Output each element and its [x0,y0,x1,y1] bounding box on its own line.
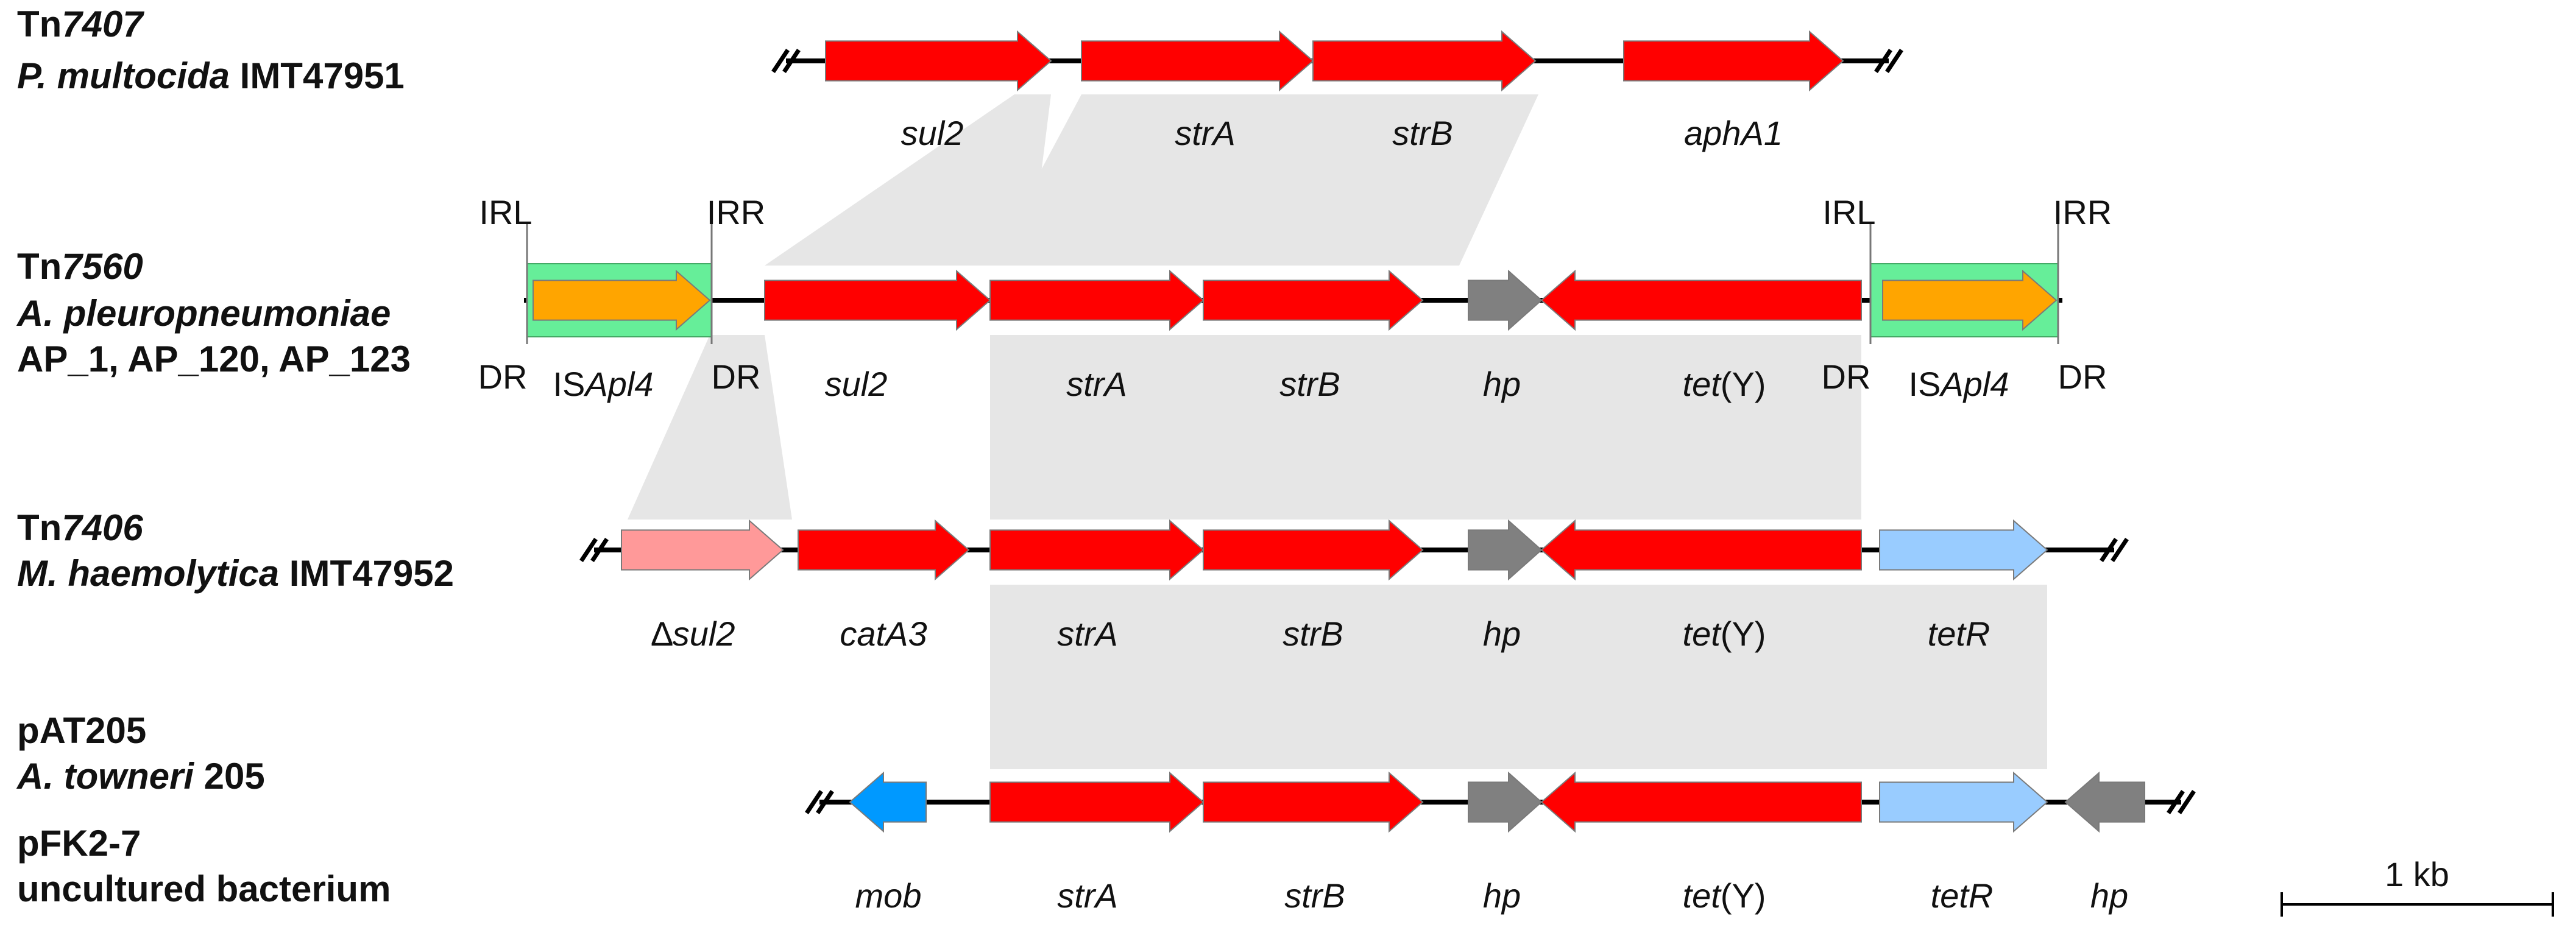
t3-hp-label: hp [1483,615,1521,653]
t2-ISApl4-left-arrow [533,269,711,331]
t1-strA-label: strA [1175,114,1236,152]
t1-strB-arrow [1312,30,1537,92]
break-mark [782,49,801,73]
t4-hp-label: hp [1483,876,1521,915]
break-mark [2100,538,2118,562]
t3-tetR-arrow [1879,519,2048,581]
t4-mob-arrow [849,771,927,833]
t1-strA-arrow [1081,30,1314,92]
t4-tetR-label: tetR [1931,876,1994,915]
t2-tetY-label: tet(Y) [1683,365,1766,403]
t1-sul2-label: sul2 [901,114,964,152]
t4-track-label: pAT205 [17,710,146,751]
t4-hp-arrow [1468,771,1543,833]
break-mark [2167,790,2185,814]
t2-track-label: A. pleuropneumoniae [16,293,391,334]
t1-aphA1-arrow [1623,30,1844,92]
t2-strB-label: strB [1279,365,1340,403]
t4-strB-arrow [1203,771,1424,833]
dr-label: DR [478,358,528,396]
t4-tetY-label: tet(Y) [1683,876,1766,915]
t3-track-label: M. haemolytica IMT47952 [17,553,454,594]
homology-region [990,585,2047,769]
t4-tetY-arrow [1540,771,1862,833]
t2-strB-arrow [1203,269,1424,331]
homology-region [628,335,792,520]
t3-strB-label: strB [1283,615,1343,653]
irl-label: IRL [1822,193,1875,231]
t4-strB-label: strB [1284,876,1345,915]
t4-hp-2-label: hp [2090,876,2128,915]
break-mark [2178,790,2196,814]
t2-ISApl4-right-label: ISApl4 [1908,365,2009,403]
t3-strA-arrow [989,519,1205,581]
t4-strA-label: strA [1057,876,1118,915]
scale-bar-label: 1 kb [2385,855,2449,893]
dr-label: DR [1822,358,1871,396]
break-mark [1874,49,1892,73]
t2-tetY-arrow [1540,269,1862,331]
break-mark [1885,49,1903,73]
t4-strA-arrow [989,771,1205,833]
t3-strA-label: strA [1057,615,1118,653]
break-mark [816,790,834,814]
gene-arrows [533,30,2145,833]
homology-region [990,335,1861,520]
irr-label: IRR [707,193,765,231]
t2-strA-arrow [989,269,1205,331]
homology-region [765,94,1051,266]
t4-mob-label: mob [855,876,922,915]
t4-track-label: uncultured bacterium [17,868,391,909]
t3-strB-arrow [1203,519,1424,581]
break-mark [805,790,823,814]
t2-track-label: Tn7560 [17,246,143,287]
t4-tetR-arrow [1879,771,2048,833]
t3-catA3-arrow [798,519,970,581]
scale-bar: 1 kb [2281,855,2554,917]
break-mark [2111,538,2129,562]
t2-hp-arrow [1468,269,1543,331]
break-mark [579,538,598,562]
t1-strB-label: strB [1392,114,1453,152]
t3-tetY-arrow [1540,519,1862,581]
t4-track-label: A. towneri 205 [16,756,265,797]
t2-hp-label: hp [1483,365,1521,403]
t2-strA-label: strA [1066,365,1127,403]
t2-sul2-label: sul2 [825,365,888,403]
t3-tetR-label: tetR [1928,615,1990,653]
t3-tetY-label: tet(Y) [1683,615,1766,653]
dr-label: DR [2058,358,2107,396]
t1-sul2-arrow [825,30,1052,92]
t1-aphA1-label: aphA1 [1684,114,1783,152]
break-mark [771,49,790,73]
dr-label: DR [712,358,761,396]
break-mark [590,538,609,562]
irr-label: IRR [2053,193,2112,231]
t2-ISApl4-right-arrow [1882,269,2058,331]
t3-hp-arrow [1468,519,1543,581]
t4-hp-2-arrow [2064,771,2145,833]
t3-catA3-label: catA3 [840,615,927,653]
t3-delta-sul2-arrow [621,519,784,581]
t1-track-label: Tn7407 [17,4,144,44]
irl-label: IRL [479,193,532,231]
homology-shading [628,94,2047,769]
t3-track-label: Tn7406 [17,507,143,548]
t2-ISApl4-left-label: ISApl4 [553,365,653,403]
t2-sul2-arrow [764,269,991,331]
t3-delta-sul2-label: ∆sul2 [652,615,735,653]
t1-track-label: P. multocida IMT47951 [17,55,405,96]
t4-track-label: pFK2-7 [17,823,141,864]
t2-track-label: AP_1, AP_120, AP_123 [17,339,411,379]
ir-dr-markers: IRL DR IRR DR IRL DR IRR DR [478,193,2112,396]
homology-region [990,94,1538,266]
